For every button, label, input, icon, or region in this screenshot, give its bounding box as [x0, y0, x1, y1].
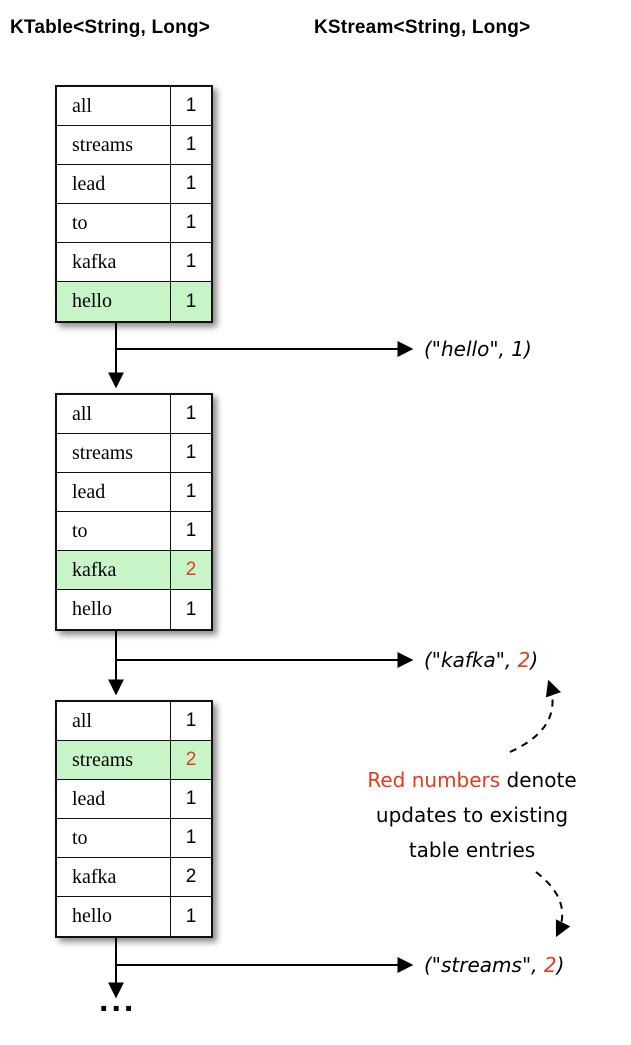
table-value-cell: 1	[171, 434, 211, 472]
table-key-cell: all	[57, 87, 171, 125]
ktable-state-2: all 1 streams 1 lead 1 to 1 kafka 2 hell…	[55, 393, 213, 631]
table-row: all 1	[57, 87, 211, 126]
record-suffix: )	[556, 953, 565, 977]
annotation-red-text: Red numbers	[367, 768, 501, 792]
table-row: streams 1	[57, 434, 211, 473]
table-row: kafka 2	[57, 858, 211, 897]
table-row: kafka 1	[57, 243, 211, 282]
table-value-cell-updated: 2	[171, 551, 211, 589]
table-key-cell: to	[57, 819, 171, 857]
table-key-cell: to	[57, 204, 171, 242]
annotation-line-1: Red numbers denote	[347, 763, 597, 798]
record-prefix: ("streams",	[424, 953, 544, 977]
annotation-arrow-down	[535, 871, 571, 938]
annotation-line-2: updates to existing	[375, 803, 569, 827]
annotation-line-1-rest: denote	[500, 768, 577, 792]
table-row: all 1	[57, 395, 211, 434]
annotation-arrow-up	[509, 679, 561, 753]
table-key-cell: kafka	[57, 551, 171, 589]
table-key-cell: kafka	[57, 858, 171, 896]
stream-record-hello: ("hello", 1)	[424, 337, 532, 361]
record-suffix: )	[523, 337, 532, 361]
table-key-cell: lead	[57, 473, 171, 511]
table-row: lead 1	[57, 780, 211, 819]
record-prefix: ("kafka",	[424, 648, 518, 672]
table-key-cell: streams	[57, 126, 171, 164]
kstream-header: KStream<String, Long>	[314, 17, 531, 38]
table-key-cell: all	[57, 702, 171, 740]
table-value-cell: 1	[171, 87, 211, 125]
table-key-cell: lead	[57, 165, 171, 203]
table-row: to 1	[57, 512, 211, 551]
table-value-cell: 2	[171, 858, 211, 896]
table-key-cell: all	[57, 395, 171, 433]
table-value-cell: 1	[171, 204, 211, 242]
stream-record-streams: ("streams", 2)	[424, 953, 564, 977]
continuation-ellipsis: ...	[99, 981, 137, 1019]
stream-record-kafka: ("kafka", 2)	[424, 648, 538, 672]
table-value-cell: 1	[171, 126, 211, 164]
table-value-cell: 1	[171, 282, 211, 321]
table-key-cell: kafka	[57, 243, 171, 281]
table-key-cell: hello	[57, 282, 171, 321]
table-row-highlighted: streams 2	[57, 741, 211, 780]
annotation-note: Red numbers denote updates to existing t…	[347, 763, 597, 868]
table-row: lead 1	[57, 165, 211, 204]
table-value-cell: 1	[171, 165, 211, 203]
table-value-cell: 1	[171, 780, 211, 818]
record-value: 1	[511, 337, 524, 361]
table-row-highlighted: kafka 2	[57, 551, 211, 590]
ktable-state-3: all 1 streams 2 lead 1 to 1 kafka 2 hell…	[55, 700, 213, 938]
table-value-cell: 1	[171, 243, 211, 281]
table-key-cell: lead	[57, 780, 171, 818]
record-suffix: )	[530, 648, 539, 672]
table-key-cell: streams	[57, 741, 171, 779]
table-key-cell: to	[57, 512, 171, 550]
table-key-cell: streams	[57, 434, 171, 472]
table-value-cell: 1	[171, 395, 211, 433]
table-row: lead 1	[57, 473, 211, 512]
table-value-cell: 1	[171, 512, 211, 550]
record-value: 2	[517, 648, 531, 672]
table-value-cell-updated: 2	[171, 741, 211, 779]
table-row: streams 1	[57, 126, 211, 165]
table-value-cell: 1	[171, 702, 211, 740]
table-value-cell: 1	[171, 590, 211, 629]
annotation-line-3: table entries	[408, 838, 536, 862]
table-row: hello 1	[57, 897, 211, 936]
table-row: to 1	[57, 204, 211, 243]
record-prefix: ("hello",	[424, 337, 512, 361]
table-row: all 1	[57, 702, 211, 741]
record-value: 2	[543, 953, 557, 977]
table-key-cell: hello	[57, 897, 171, 936]
table-value-cell: 1	[171, 897, 211, 936]
table-row: hello 1	[57, 590, 211, 629]
table-row: to 1	[57, 819, 211, 858]
table-key-cell: hello	[57, 590, 171, 629]
table-value-cell: 1	[171, 473, 211, 511]
table-row-highlighted: hello 1	[57, 282, 211, 321]
ktable-header: KTable<String, Long>	[10, 17, 210, 38]
ktable-state-1: all 1 streams 1 lead 1 to 1 kafka 1 hell…	[55, 85, 213, 323]
table-value-cell: 1	[171, 819, 211, 857]
